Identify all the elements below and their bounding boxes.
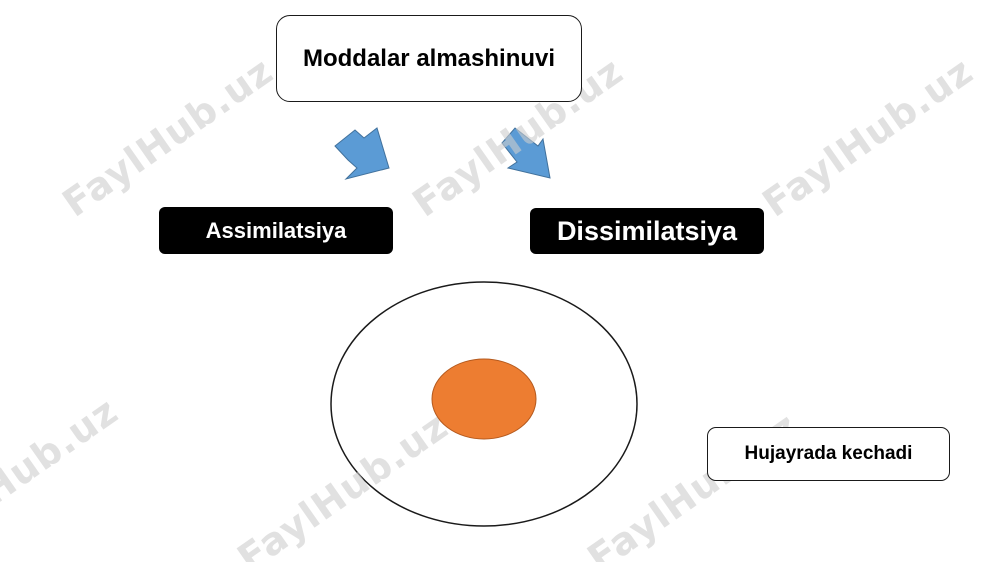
cell-note: Hujayrada kechadi [707,427,950,481]
diagram-title: Moddalar almashinuvi [276,15,582,102]
arrow-to-assimilatsiya-icon [334,127,390,180]
assimilatsiya-node: Assimilatsiya [159,207,393,254]
arrow-to-dissimilatsiya-icon [501,127,551,179]
nucleus-icon [431,358,537,440]
dissimilatsiya-node: Dissimilatsiya [530,208,764,254]
